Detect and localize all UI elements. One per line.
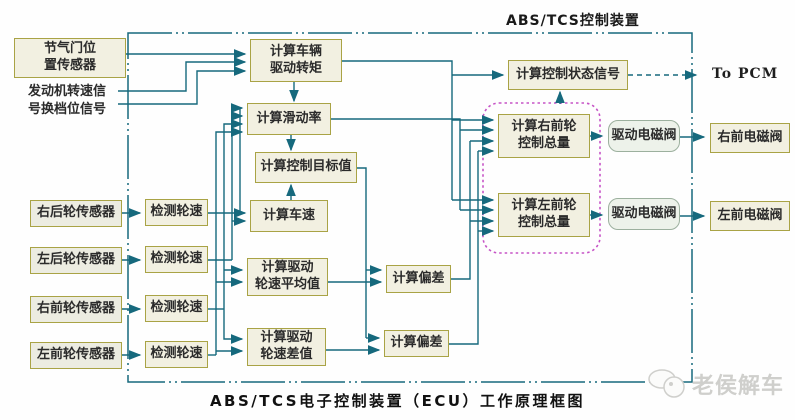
box-calc-drive-wheel-speed-diff: 计算驱动 轮速差值 [247, 328, 326, 366]
box-calc-deviation-2: 计算偏差 [384, 330, 449, 357]
ecu-boundary-box [127, 32, 693, 383]
box-calc-control-target: 计算控制目标值 [255, 152, 357, 183]
box-wheel-sensor-rear-left: 左后轮传感器 [30, 247, 122, 274]
box-detect-wheel-speed-1: 检测轮速 [145, 199, 208, 226]
box-calc-front-right-control-total: 计算右前轮 控制总量 [498, 114, 590, 158]
box-wheel-sensor-rear-right: 右后轮传感器 [30, 200, 122, 227]
box-wheel-sensor-front-left: 左前轮传感器 [30, 342, 122, 369]
box-drive-solenoid-valve-2: 驱动电磁阀 [608, 198, 680, 230]
watermark-logo-icon [648, 369, 685, 398]
box-detect-wheel-speed-2: 检测轮速 [145, 246, 208, 273]
box-drive-solenoid-valve-1: 驱动电磁阀 [608, 120, 680, 152]
label-engine-speed-shift-signals: 发动机转速信 号换档位信号 [28, 84, 107, 117]
watermark-text: 老侯解车 [692, 374, 785, 399]
box-calc-avg-drive-wheel-speed: 计算驱动 轮速平均值 [247, 258, 328, 296]
box-calc-front-left-control-total: 计算左前轮 控制总量 [498, 193, 590, 237]
diagram-caption: ABS/TCS电子控制装置（ECU）工作原理框图 [209, 392, 586, 410]
box-detect-wheel-speed-3: 检测轮速 [145, 295, 208, 322]
box-calc-drive-torque: 计算车辆 驱动转矩 [250, 39, 342, 82]
box-calc-deviation-1: 计算偏差 [386, 265, 451, 293]
box-calc-vehicle-speed: 计算车速 [250, 200, 328, 232]
ecu-boundary-label: ABS/TCS控制装置 [506, 13, 640, 29]
box-front-right-solenoid-valve: 右前电磁阀 [710, 123, 790, 153]
to-pcm-label: To PCM [712, 66, 779, 82]
box-front-left-solenoid-valve: 左前电磁阀 [710, 201, 790, 231]
box-calc-control-status-signal: 计算控制状态信号 [508, 60, 628, 90]
box-calc-slip-rate: 计算滑动率 [247, 103, 331, 135]
box-detect-wheel-speed-4: 检测轮速 [145, 341, 208, 368]
box-throttle-position-sensor: 节气门位 置传感器 [14, 38, 126, 78]
box-wheel-sensor-front-right: 右前轮传感器 [30, 296, 122, 323]
